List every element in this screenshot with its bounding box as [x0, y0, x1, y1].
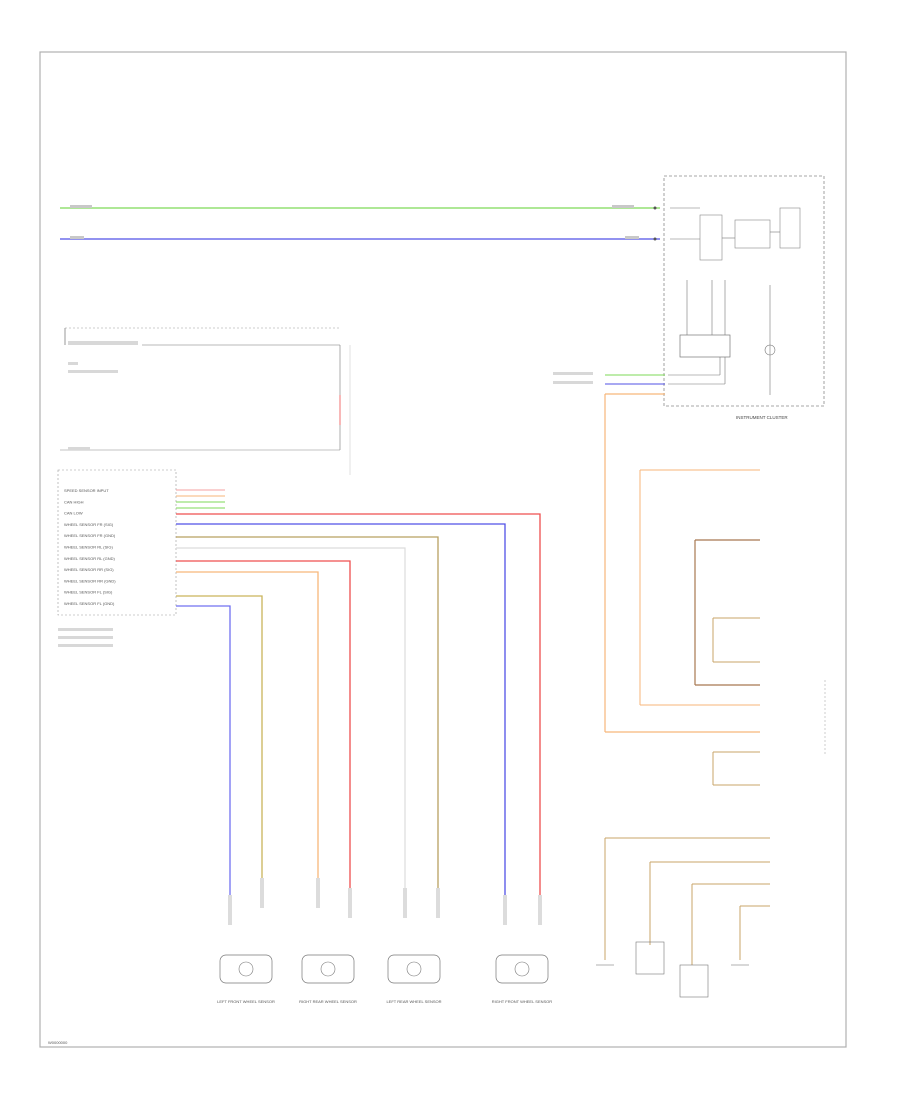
wheel-sensor-left-rear-label: LEFT REAR WHEEL SENSOR — [386, 999, 441, 1004]
wheel-sensor-right-rear-label: RIGHT REAR WHEEL SENSOR — [299, 999, 357, 1004]
wheel-sensor-left-front-label: LEFT FRONT WHEEL SENSOR — [217, 999, 275, 1004]
wheel-sensor-right-rear: RIGHT REAR WHEEL SENSOR — [299, 954, 357, 1004]
sensor-connector-marks — [228, 878, 542, 925]
speed-sensor-section — [60, 327, 351, 475]
abs-module: SPEED SENSOR INPUT CAN HIGH CAN LOW WHEEL S… — [57, 469, 177, 647]
wheel-sensor-right-front-label: RIGHT FRONT WHEEL SENSOR — [492, 999, 552, 1004]
top-feed-wires — [60, 205, 660, 241]
cluster-output-wires — [553, 372, 760, 733]
instrument-cluster-label: INSTRUMENT CLUSTER — [736, 415, 788, 420]
abs-connector-label: WHEEL SENSOR RL (GND) — [64, 556, 115, 561]
abs-connector-label: WHEEL SENSOR RL (SIG) — [64, 545, 113, 550]
wheel-sensor-harness — [176, 489, 541, 900]
right-harness — [639, 469, 826, 786]
abs-connector-label: WHEEL SENSOR FL (SIG) — [64, 590, 113, 595]
abs-connector-label: CAN LOW — [64, 511, 83, 516]
abs-connector-label: SPEED SENSOR INPUT — [64, 488, 109, 493]
footer-code: W0000000 — [48, 1040, 68, 1045]
wheel-sensor-left-rear: LEFT REAR WHEEL SENSOR — [386, 954, 442, 1004]
abs-connector-label: WHEEL SENSOR RR (GND) — [64, 578, 116, 583]
instrument-cluster-box — [663, 175, 825, 407]
abs-connector-labels: SPEED SENSOR INPUT CAN HIGH CAN LOW WHEEL S… — [64, 488, 116, 606]
diagram-border — [39, 51, 847, 1048]
instrument-cluster: INSTRUMENT CLUSTER — [663, 175, 825, 420]
wheel-sensor-left-front: LEFT FRONT WHEEL SENSOR — [217, 954, 275, 1004]
abs-connector-label: CAN HIGH — [64, 499, 84, 504]
abs-connector-label: WHEEL SENSOR FR (GND) — [64, 533, 116, 538]
abs-connector-label: WHEEL SENSOR FL (GND) — [64, 601, 115, 606]
abs-connector-label: WHEEL SENSOR FR (SIG) — [64, 522, 114, 527]
bottom-right-harness — [596, 837, 770, 998]
wheel-sensor-right-front: RIGHT FRONT WHEEL SENSOR — [492, 954, 552, 1004]
wheel-sensors: LEFT FRONT WHEEL SENSOR RIGHT REAR WHEEL… — [217, 954, 552, 1004]
abs-module-box — [57, 469, 177, 616]
abs-connector-label: WHEEL SENSOR RR (SIG) — [64, 567, 114, 572]
